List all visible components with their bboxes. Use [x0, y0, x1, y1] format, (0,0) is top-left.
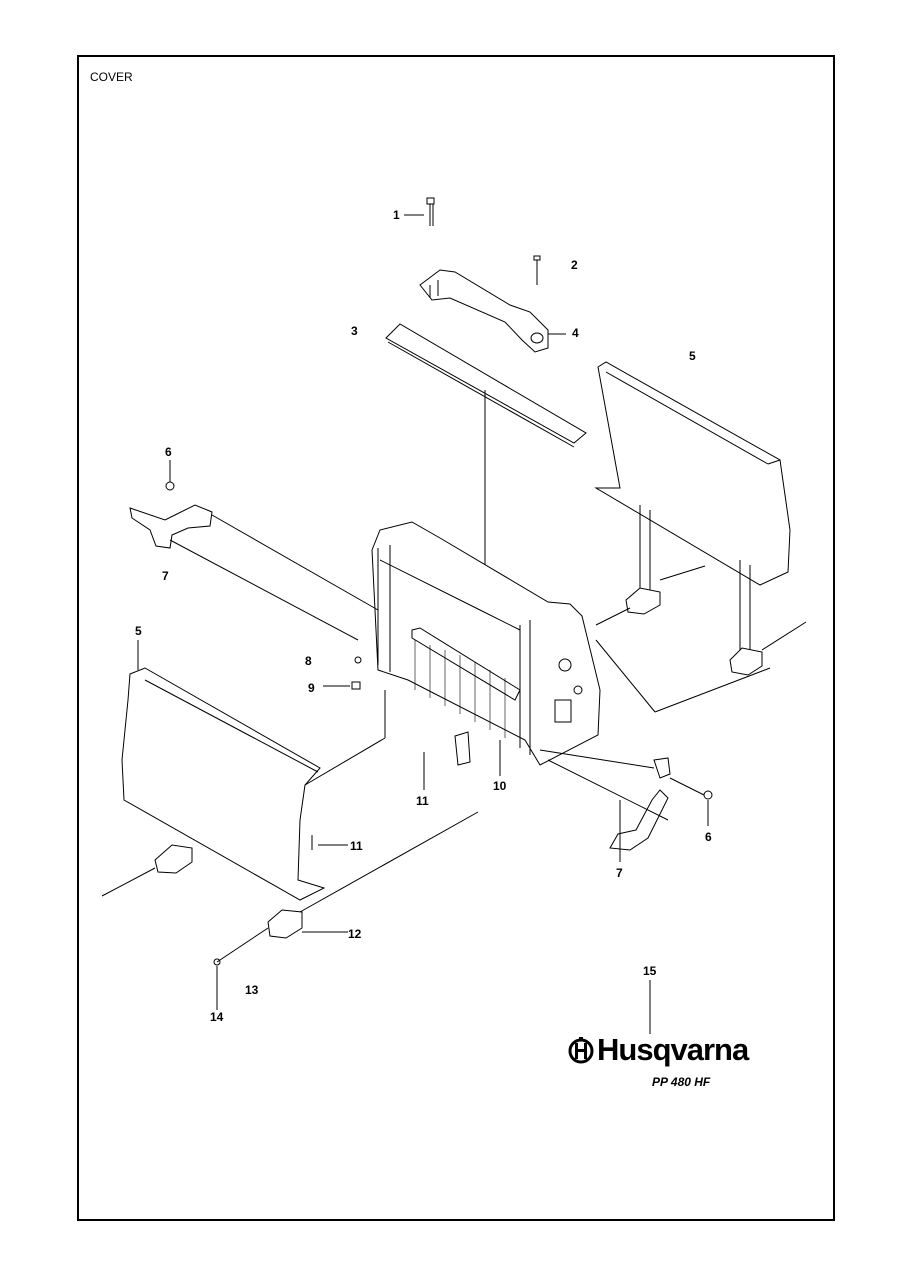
- part-7-left-bracket: [129, 460, 379, 641]
- callout-11-center: 11: [416, 794, 429, 808]
- part-7-right-handle: [539, 749, 713, 862]
- callout-10: 10: [493, 779, 507, 793]
- callout-15: 15: [643, 964, 657, 978]
- part-3-rail: [385, 323, 587, 585]
- part-5-right-cover: [594, 361, 807, 713]
- part-1-bolt: [404, 197, 435, 226]
- callout-7-right: 7: [616, 866, 623, 880]
- drawing-frame: [77, 55, 835, 1221]
- callout-2: 2: [571, 258, 578, 272]
- part-8-9-fasteners: [323, 656, 362, 690]
- callout-4: 4: [572, 326, 579, 340]
- callout-5-left: 5: [135, 624, 142, 638]
- part-4-handle: [419, 269, 566, 353]
- callout-9: 9: [308, 681, 315, 695]
- callout-1: 1: [393, 208, 400, 222]
- callout-12: 12: [348, 927, 362, 941]
- brand-name: Husqvarna: [597, 1032, 749, 1067]
- husqvarna-logo-icon: [568, 1037, 594, 1064]
- callout-11-left: 11: [350, 839, 363, 853]
- callout-8: 8: [305, 654, 312, 668]
- model-name: PP 480 HF: [652, 1075, 711, 1089]
- callout-3: 3: [351, 324, 358, 338]
- main-frame: [371, 521, 601, 766]
- callout-6-left: 6: [165, 445, 172, 459]
- callout-6-right: 6: [705, 830, 712, 844]
- callout-5-right: 5: [689, 349, 696, 363]
- part-10-11-center: [423, 731, 501, 790]
- callout-13: 13: [245, 983, 259, 997]
- section-title: COVER: [90, 70, 133, 84]
- part-2-screw: [533, 255, 541, 285]
- callout-14: 14: [210, 1010, 224, 1024]
- part-5-left-cover: [101, 640, 479, 1010]
- callout-7-left: 7: [162, 569, 169, 583]
